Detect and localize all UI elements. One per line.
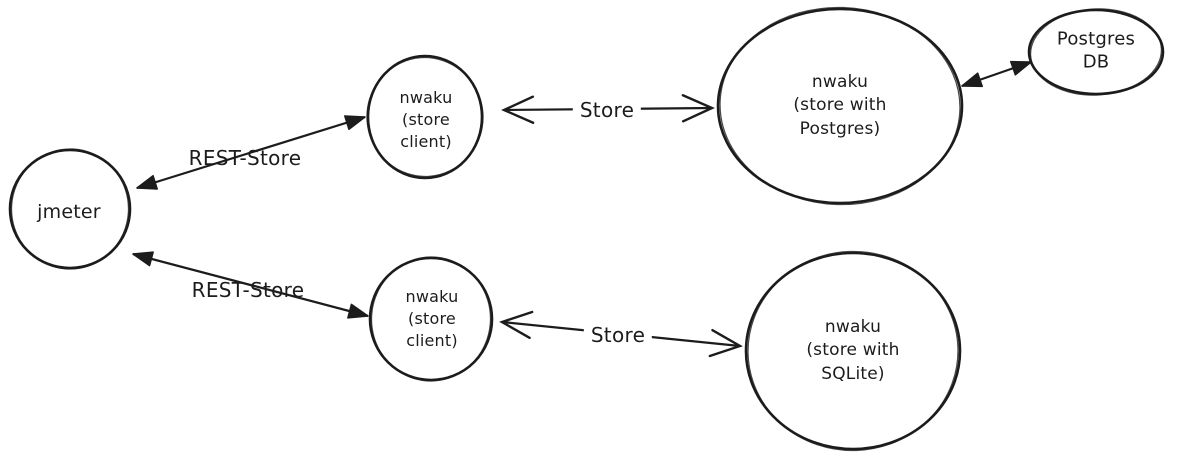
node-nwaku-store-client-top xyxy=(366,54,484,180)
edge-postgres-link xyxy=(961,60,1032,88)
node-label-nwaku-store-client-top: nwaku (store client) xyxy=(399,87,453,152)
node-label-nwaku-store-postgres: nwaku (store with Postgres) xyxy=(793,71,887,139)
node-label-postgres-db: Postgres DB xyxy=(1056,28,1136,73)
edge-rest-store-bottom xyxy=(132,251,369,319)
node-postgres-db xyxy=(1027,8,1165,96)
edge-label-rest-store-bottom: REST-Store xyxy=(191,278,305,302)
node-jmeter xyxy=(8,148,132,270)
edge-label-store-top: Store xyxy=(572,98,642,122)
edge-label-store-bottom: Store xyxy=(583,323,653,347)
edge-rest-store-top xyxy=(136,115,366,190)
node-nwaku-store-sqlite xyxy=(744,250,962,452)
node-label-jmeter: jmeter xyxy=(37,200,101,223)
node-nwaku-store-client-bottom xyxy=(368,256,494,382)
node-nwaku-store-postgres xyxy=(716,6,964,206)
node-label-nwaku-store-client-bottom: nwaku (store client) xyxy=(405,286,459,351)
edge-label-rest-store-top: REST-Store xyxy=(188,146,302,170)
node-label-nwaku-store-sqlite: nwaku (store with SQLite) xyxy=(806,316,900,384)
